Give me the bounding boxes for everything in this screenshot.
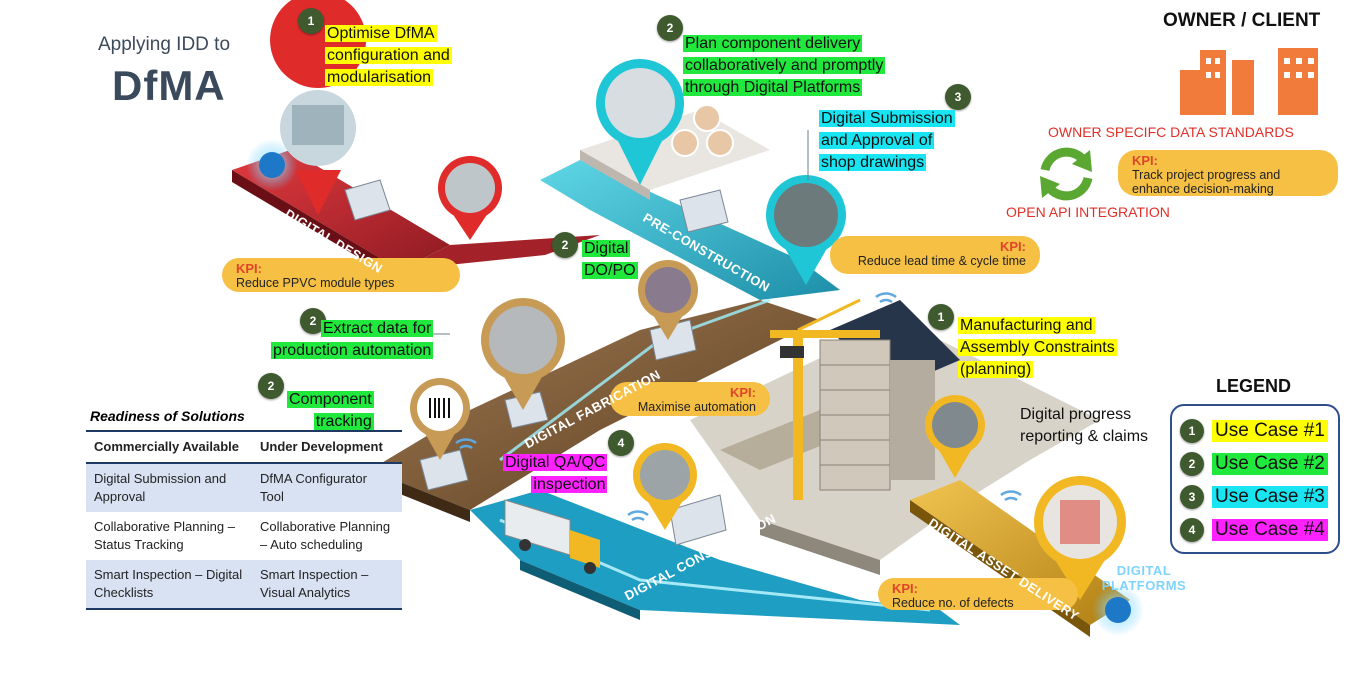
road-label-digital-platforms: DIGITAL PLATFORMS	[1098, 563, 1190, 593]
title-small: Applying IDD to	[98, 34, 230, 56]
table-row: Digital Submission and Approval DfMA Con…	[86, 463, 402, 512]
legend-number-badge: 2	[1180, 452, 1204, 476]
callout-manufacturing-line1: Manufacturing and	[958, 317, 1095, 334]
callout-number-badge: 1	[928, 304, 954, 330]
callout-number-badge: 3	[945, 84, 971, 110]
readiness-title: Readiness of Solutions	[86, 404, 402, 432]
callout-number-badge: 2	[657, 15, 683, 41]
table-cell: Digital Submission and Approval	[86, 463, 252, 512]
callout-manufacturing-line3: (planning)	[958, 361, 1033, 378]
owner-kpi-text: Track project progress and enhance decis…	[1132, 168, 1324, 196]
callout-progress-line1: Digital progress	[1020, 406, 1131, 423]
callout-number-badge: 2	[552, 232, 578, 258]
kpi-pre-construction: KPI: Reduce lead time & cycle time	[830, 236, 1040, 274]
kpi-text: Reduce lead time & cycle time	[844, 254, 1026, 268]
callout-number-badge: 2	[258, 373, 284, 399]
kpi-text: Maximise automation	[624, 400, 756, 414]
callout-manufacturing: Manufacturing and Assembly Constraints (…	[958, 315, 1117, 381]
callout-dopo-line1: Digital	[582, 240, 630, 257]
kpi-digital-design: KPI: Reduce PPVC module types	[222, 258, 460, 292]
readiness-table: Readiness of Solutions Commercially Avai…	[86, 404, 402, 610]
legend-item: 3 Use Case #3	[1172, 480, 1338, 513]
legend-label: Use Case #3	[1212, 486, 1328, 508]
callout-optimise-line3: modularisation	[325, 69, 433, 86]
callout-qaqc-line2: inspection	[531, 476, 607, 493]
callout-extract-line1: Extract data for	[321, 320, 434, 337]
callout-submission-line3: shop drawings	[819, 154, 926, 171]
legend-number-badge: 1	[1180, 419, 1204, 443]
callout-plan-line3: through Digital Platforms	[683, 79, 862, 96]
readiness-header-development: Under Development	[252, 432, 402, 463]
table-row: Collaborative Planning – Status Tracking…	[86, 512, 402, 560]
table-cell: Smart Inspection – Visual Analytics	[252, 560, 402, 609]
legend-label: Use Case #2	[1212, 453, 1328, 475]
callout-plan-delivery: Plan component delivery collaboratively …	[683, 33, 885, 99]
owner-kpi-head: KPI:	[1132, 154, 1324, 168]
legend-item: 4 Use Case #4	[1172, 513, 1338, 546]
table-cell: Collaborative Planning – Auto scheduling	[252, 512, 402, 560]
kpi-text: Reduce PPVC module types	[236, 276, 446, 290]
callout-submission-line2: and Approval of	[819, 132, 934, 149]
pin-modular-room	[438, 156, 502, 240]
open-api-integration: OPEN API INTEGRATION	[1006, 204, 1170, 220]
callout-number-badge: 1	[298, 8, 324, 34]
kpi-head: KPI:	[236, 262, 446, 276]
callout-extract-data: Extract data for production automation	[271, 318, 433, 362]
callout-extract-line2: production automation	[271, 342, 433, 359]
table-cell: DfMA Configurator Tool	[252, 463, 402, 512]
page-title: DfMA	[112, 62, 226, 110]
table-cell: Collaborative Planning – Status Tracking	[86, 512, 252, 560]
callout-progress-line2: reporting & claims	[1020, 428, 1148, 445]
owner-data-standards: OWNER SPECIFC DATA STANDARDS	[1048, 124, 1294, 140]
readiness-grid: Commercially Available Under Development…	[86, 432, 402, 610]
callout-digital-progress: Digital progress reporting & claims	[1020, 404, 1148, 448]
table-cell: Smart Inspection – Digital Checklists	[86, 560, 252, 609]
legend-number-badge: 4	[1180, 518, 1204, 542]
legend: 1 Use Case #1 2 Use Case #2 3 Use Case #…	[1170, 404, 1340, 554]
legend-label: Use Case #1	[1212, 420, 1328, 442]
legend-number-badge: 3	[1180, 485, 1204, 509]
callout-optimise-line2: configuration and	[325, 47, 452, 64]
callout-manufacturing-line2: Assembly Constraints	[958, 339, 1117, 356]
callout-optimise: Optimise DfMA configuration and modulari…	[325, 23, 452, 89]
callout-number-badge: 4	[608, 430, 634, 456]
owner-kpi: KPI: Track project progress and enhance …	[1118, 150, 1338, 196]
owner-title: OWNER / CLIENT	[1163, 10, 1320, 32]
callout-qa-qc: Digital QA/QC inspection	[503, 452, 607, 496]
callout-qaqc-line1: Digital QA/QC	[503, 454, 607, 471]
callout-dopo-line2: DO/PO	[582, 262, 638, 279]
legend-title: LEGEND	[1216, 376, 1291, 397]
callout-plan-line2: collaboratively and promptly	[683, 57, 885, 74]
legend-item: 1 Use Case #1	[1172, 414, 1338, 447]
callout-submission-line1: Digital Submission	[819, 110, 955, 127]
callout-plan-line1: Plan component delivery	[683, 35, 862, 52]
callout-digital-submission: Digital Submission and Approval of shop …	[819, 108, 955, 174]
sync-arrows-icon	[1040, 150, 1092, 198]
legend-item: 2 Use Case #2	[1172, 447, 1338, 480]
table-row: Smart Inspection – Digital Checklists Sm…	[86, 560, 402, 609]
kpi-head: KPI:	[844, 240, 1026, 254]
callout-optimise-line1: Optimise DfMA	[325, 25, 437, 42]
legend-label: Use Case #4	[1212, 519, 1328, 541]
readiness-header-available: Commercially Available	[86, 432, 252, 463]
callout-digital-dopo: Digital DO/PO	[582, 238, 638, 282]
owner-buildings-icon	[1180, 48, 1318, 115]
